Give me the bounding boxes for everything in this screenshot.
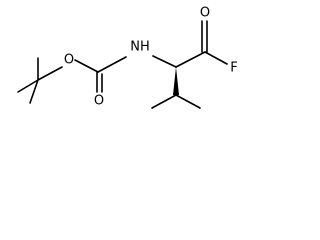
atom-labels: O O NH O F: [64, 6, 238, 109]
bond-isopropyl-methyl-right: [175, 94, 201, 109]
bond-acyl-c-to-f: [204, 51, 228, 65]
bond-alpha-c-to-acyl-c: [175, 51, 206, 68]
atom-label-fluorine: F: [230, 61, 237, 76]
atom-label-ester-oxygen: O: [64, 53, 74, 68]
bond-tbu-methyl-bottom: [29, 79, 39, 104]
bond-isopropyl-methyl-left: [151, 94, 177, 109]
isopropyl-group: [151, 94, 201, 109]
tert-butyl-group: [17, 57, 63, 104]
molecule-structure: O O NH O F: [17, 6, 238, 109]
carbamate-group: [74, 56, 127, 93]
bond-carbonyl-c-to-nh: [97, 56, 127, 73]
atom-label-carbamate-oxygen: O: [94, 94, 104, 109]
atom-label-acyl-oxygen: O: [200, 6, 210, 21]
bond-tbu-methyl-left: [17, 79, 39, 93]
bond-ester-o-to-carbonyl-c: [74, 59, 99, 73]
bond-tbu-to-ester-o: [37, 66, 63, 81]
bond-nh-to-alpha-c: [152, 55, 177, 68]
atom-label-amine: NH: [130, 40, 150, 55]
valine-backbone: [152, 20, 228, 95]
wedge-bond-alpha-to-isopropyl: [173, 67, 179, 95]
